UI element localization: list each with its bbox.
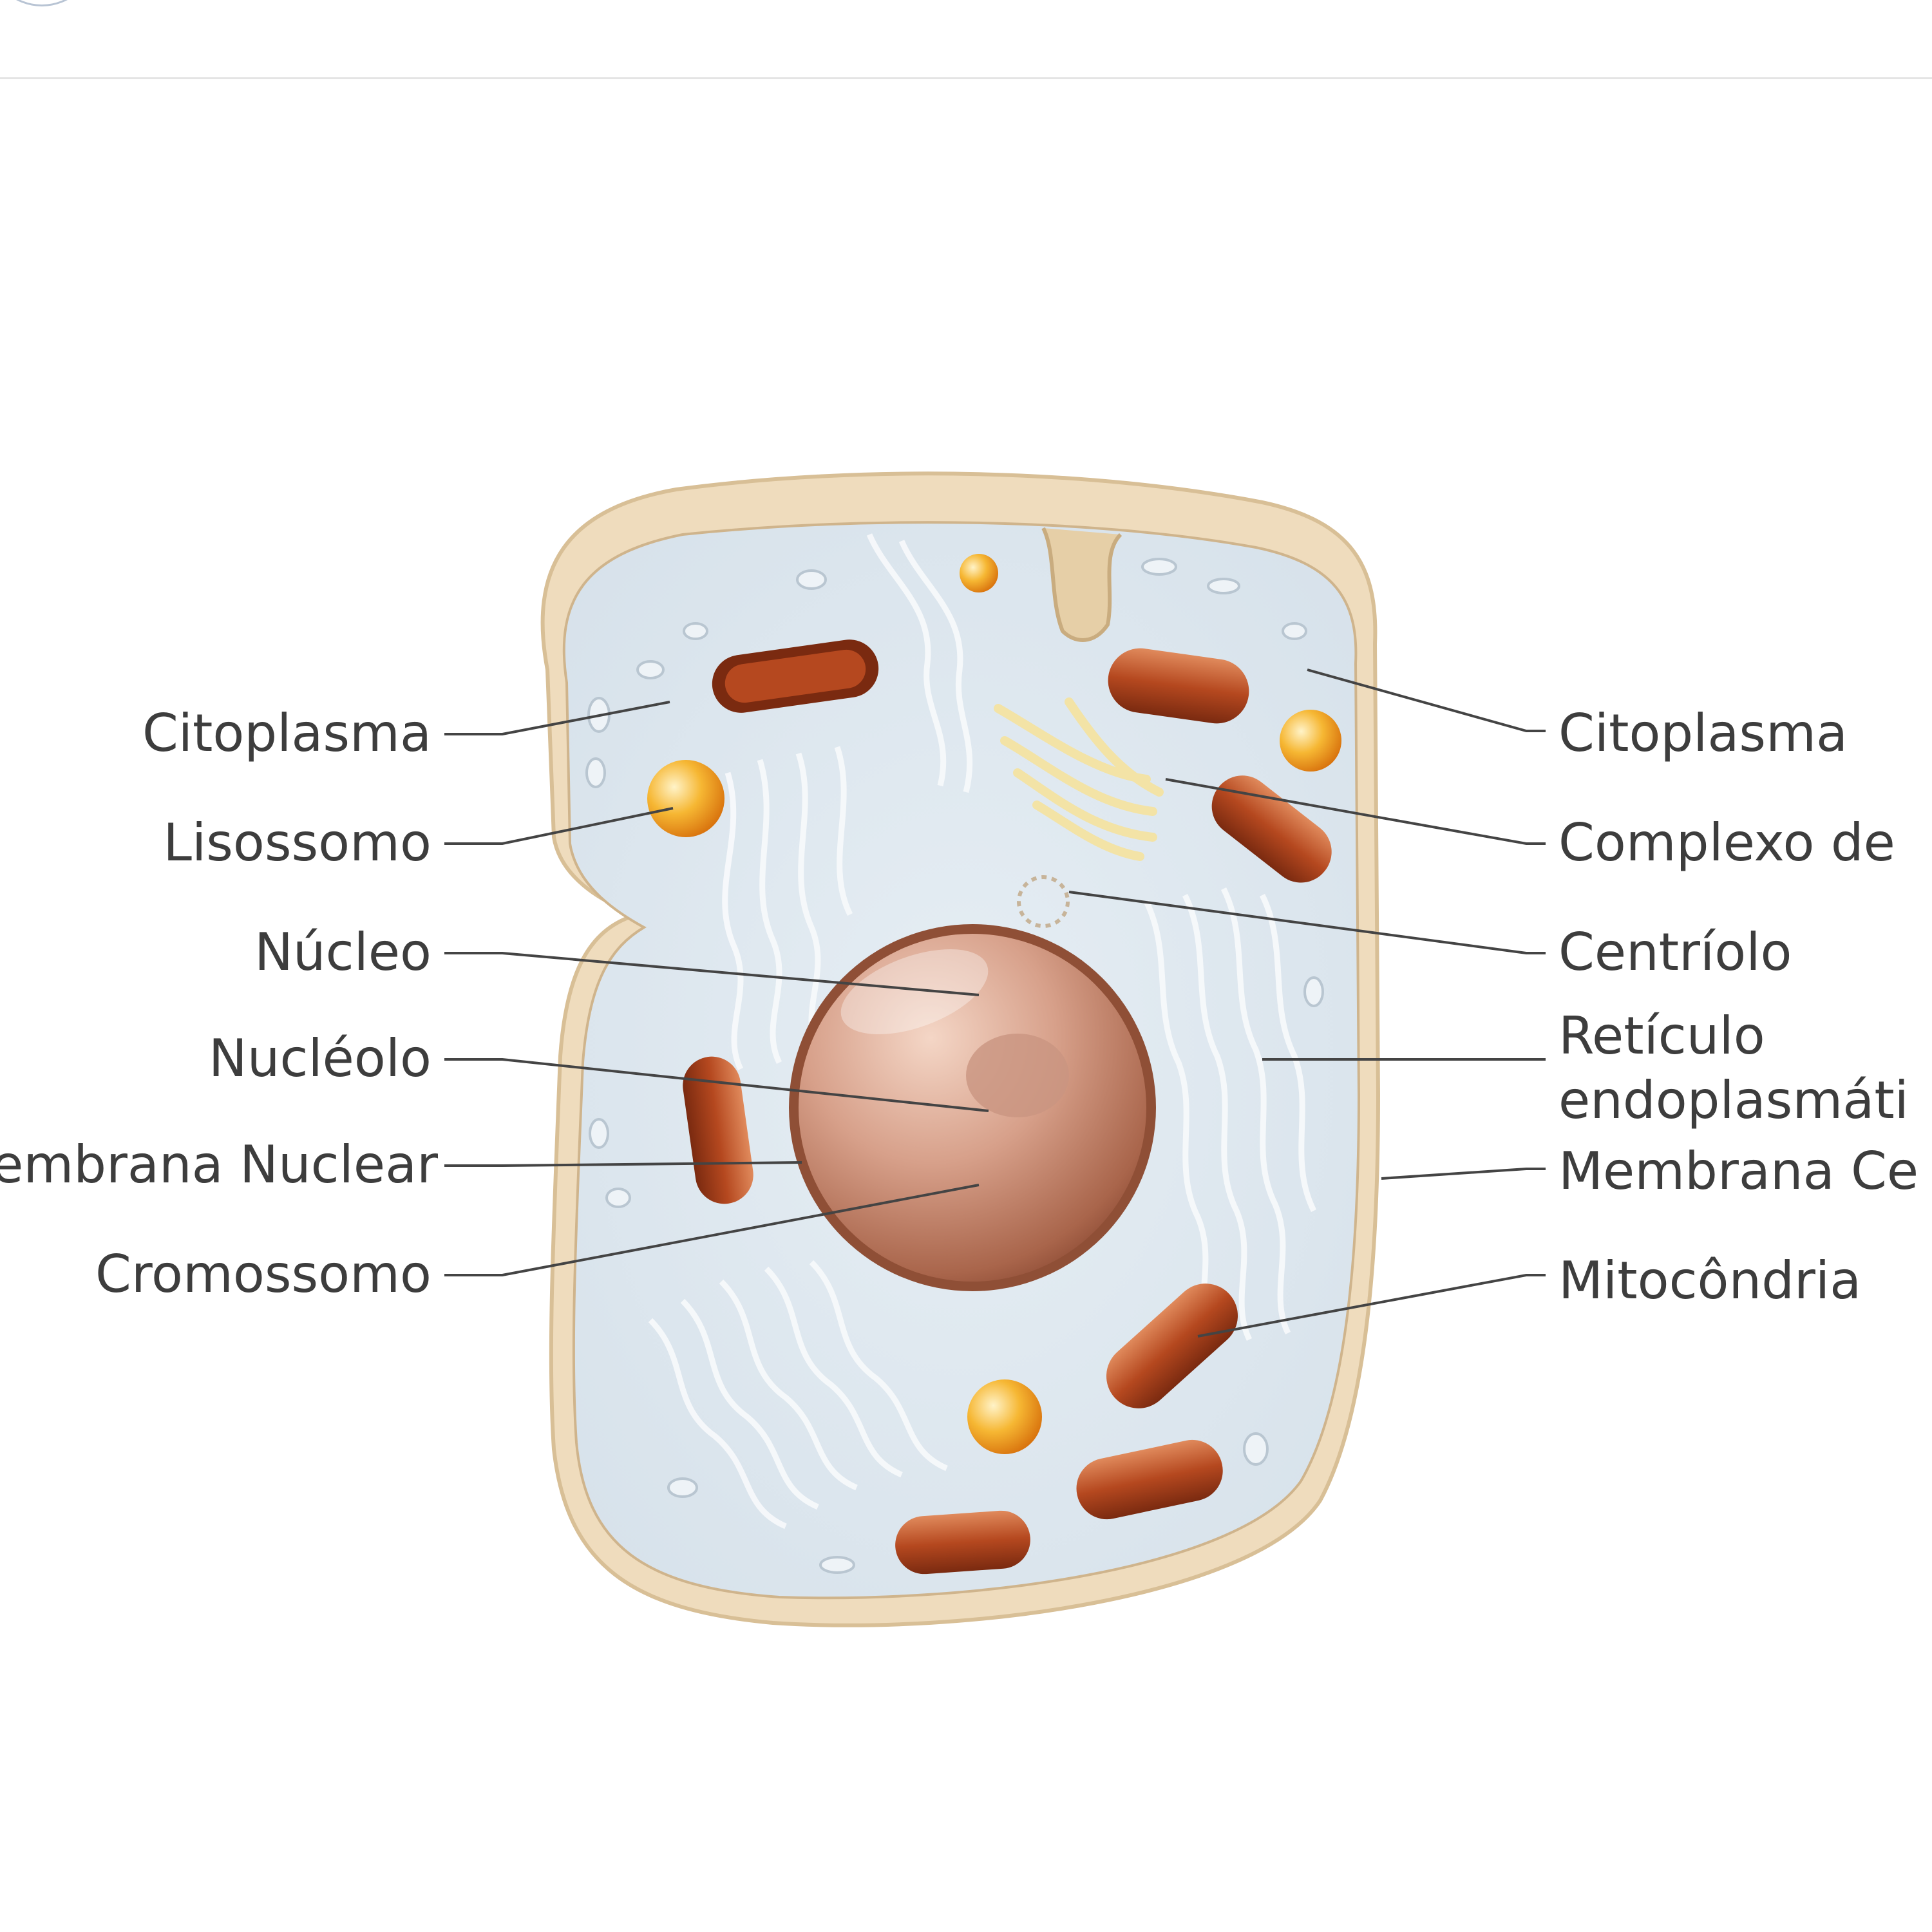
nucleolus (966, 1034, 1069, 1117)
endoplasmic-reticulum (648, 533, 1317, 1530)
mitochondria (683, 639, 1332, 1575)
label-lisossomo: Lisossomo (163, 813, 431, 873)
nucleus (789, 924, 1156, 1291)
centriole (1017, 875, 1070, 928)
lysosomes (647, 554, 1341, 1454)
membrane-invagination (1041, 527, 1122, 642)
label-membrana-celular: Membrana Ce (1558, 1141, 1918, 1201)
label-nucleolo: Nucléolo (209, 1028, 431, 1088)
label-mitocondria: Mitocôndria (1558, 1251, 1861, 1311)
label-endoplasmatico: endoplasmáti (1558, 1070, 1909, 1130)
label-centriolo: Centríolo (1558, 922, 1792, 982)
label-citoplasma-right: Citoplasma (1558, 703, 1848, 763)
labels-left: Citoplasma Lisossomo Núcleo Nucléolo Mem… (0, 703, 438, 1304)
golgi-apparatus (994, 697, 1164, 861)
vesicles (585, 558, 1324, 1574)
label-nucleo: Núcleo (254, 922, 431, 982)
page-header-bar (0, 0, 1932, 79)
label-reticulo: Retículo (1558, 1006, 1765, 1066)
leader-lines (444, 668, 1546, 1338)
label-membrana-nuclear: Membrana Nuclear (0, 1135, 438, 1195)
label-complexo-de: Complexo de (1558, 813, 1895, 873)
labels-right: Citoplasma Complexo de Centríolo Retícul… (1558, 703, 1918, 1311)
label-cromossomo: Cromossomo (95, 1244, 431, 1304)
label-citoplasma-left: Citoplasma (142, 703, 431, 763)
